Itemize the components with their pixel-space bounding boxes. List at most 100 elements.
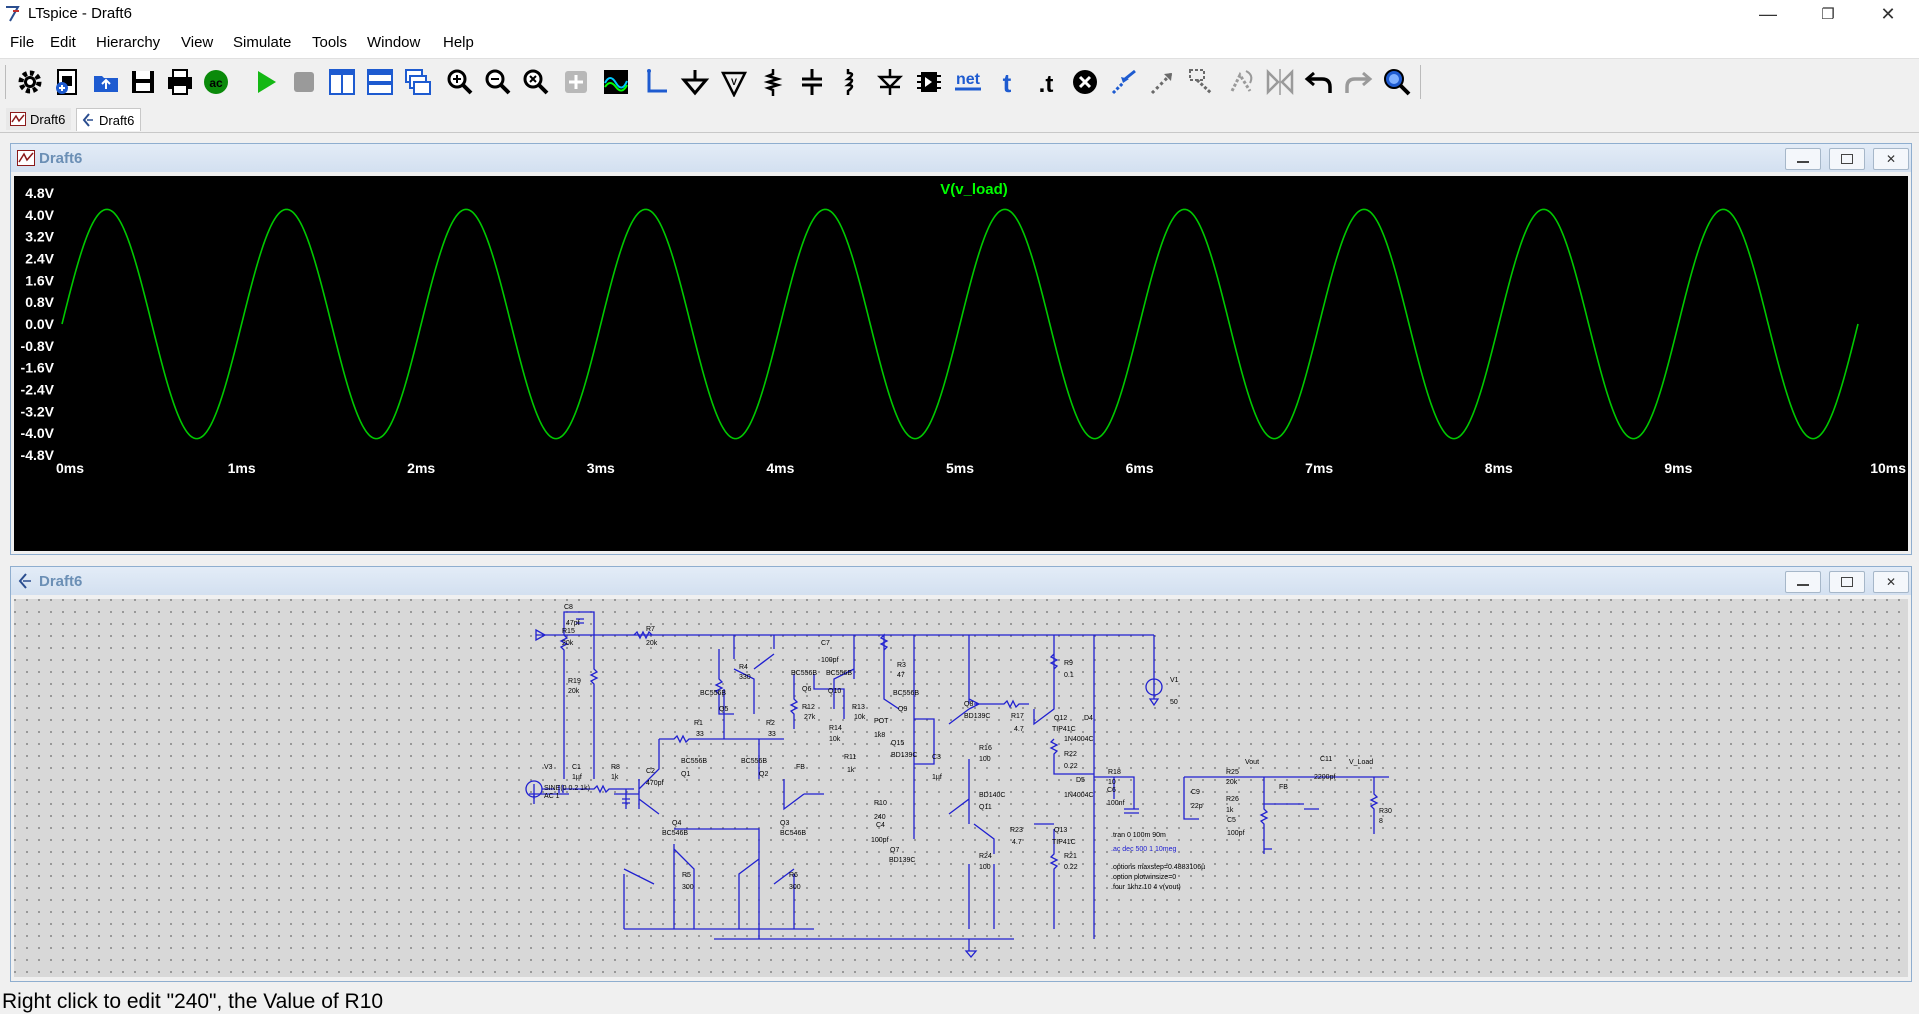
waveform-minimize-button[interactable] (1785, 148, 1821, 170)
circuit-wires[interactable] (525, 611, 1389, 959)
label-c1[interactable]: C1 (572, 764, 581, 771)
label-r2-value[interactable]: 33 (768, 731, 776, 738)
label-bc556b-q1[interactable]: BC556B (681, 758, 707, 765)
undo-icon[interactable] (1303, 66, 1335, 98)
label-c7-value[interactable]: 100pf (821, 657, 839, 664)
halt-icon[interactable] (288, 66, 320, 98)
label-bc556b-q6[interactable]: BC556B (791, 670, 817, 677)
label-r24-value[interactable]: 100 (979, 864, 991, 871)
label-r12-value[interactable]: 27k (804, 714, 816, 721)
label-q11-type[interactable]: BD140C (979, 792, 1005, 799)
directive-tran[interactable]: .tran 0 100m 90m (1111, 832, 1166, 839)
label-d4[interactable]: D4 (1084, 715, 1093, 722)
label-r24[interactable]: R24 (979, 853, 992, 860)
label-c4-value[interactable]: 100pf (871, 837, 889, 844)
cascade-icon[interactable] (402, 66, 434, 98)
directive-four[interactable]: .four 1khz 10 4 v(vout) (1111, 884, 1181, 891)
label-bc556b-q10[interactable]: BC556B (826, 670, 852, 677)
label-v-load[interactable]: V_Load (1349, 759, 1373, 766)
zoom-out-icon[interactable] (482, 66, 514, 98)
label-r10-value[interactable]: 240 (874, 814, 886, 821)
resistor-icon[interactable] (757, 66, 789, 98)
move-icon[interactable] (1147, 66, 1179, 98)
label-pot-value[interactable]: 1k8 (874, 732, 885, 739)
restore-button[interactable]: ❐ (1821, 6, 1835, 23)
label-r17[interactable]: R17 (1011, 713, 1024, 720)
menu-window[interactable]: Window (367, 34, 421, 51)
label-q9[interactable]: Q9 (898, 706, 907, 713)
waveform-restore-button[interactable] (1829, 148, 1865, 170)
label-r4-value[interactable]: 330 (739, 674, 751, 681)
label-r1-value[interactable]: 33 (696, 731, 704, 738)
text-icon[interactable]: t (991, 66, 1023, 98)
label-c8-value[interactable]: 47pf (566, 620, 580, 627)
schematic-close-button[interactable]: ✕ (1873, 571, 1909, 593)
label-v1-value[interactable]: 50 (1170, 699, 1178, 706)
probe-icon[interactable]: V (718, 66, 750, 98)
label-vout[interactable]: Vout (1245, 759, 1259, 766)
label-q5[interactable]: Q5 (719, 706, 728, 713)
trace-label[interactable]: V(v_load) (940, 181, 1008, 198)
label-r21[interactable]: R21 (1064, 853, 1077, 860)
label-r18[interactable]: R18 (1108, 769, 1121, 776)
label-r14[interactable]: R14 (829, 725, 842, 732)
label-r16[interactable]: R16 (979, 745, 992, 752)
zoom-fit-icon[interactable] (520, 66, 552, 98)
label-r26[interactable]: R26 (1226, 796, 1239, 803)
run-icon[interactable] (250, 66, 282, 98)
schematic-window-titlebar[interactable]: Draft6 ✕ (11, 567, 1911, 595)
label-bc556b-q5[interactable]: BC556B (700, 690, 726, 697)
label-q15[interactable]: Q15 (891, 740, 904, 747)
rotate-icon[interactable] (1225, 66, 1257, 98)
label-r9-value[interactable]: 0.1 (1064, 672, 1074, 679)
label-q1[interactable]: Q1 (681, 771, 690, 778)
label-r4[interactable]: R4 (739, 664, 748, 671)
new-schematic-icon[interactable] (52, 66, 84, 98)
waveform-plot[interactable]: V(v_load) 4.8V4.0V3.2V2.4V1.6V0.8V0.0V-0… (14, 176, 1908, 551)
pan-icon[interactable] (560, 66, 592, 98)
label-v3-value[interactable]: SINE(0 0.2 1k) (544, 785, 590, 792)
component-icon[interactable] (913, 66, 945, 98)
label-r2[interactable]: R2 (766, 720, 775, 727)
label-q7[interactable]: Q7 (890, 847, 899, 854)
label-r15-value[interactable]: 20k (562, 640, 574, 647)
label-r19-value[interactable]: 20k (568, 688, 580, 695)
label-r25[interactable]: R25 (1226, 769, 1239, 776)
label-fb[interactable]: FB (796, 764, 805, 771)
menu-simulate[interactable]: Simulate (233, 34, 292, 51)
label-c6-value[interactable]: 100nf (1107, 800, 1125, 807)
net-label-icon[interactable]: net (952, 66, 984, 98)
label-r30[interactable]: R30 (1379, 808, 1392, 815)
label-r11-value[interactable]: 1k (847, 767, 855, 774)
label-q7-type[interactable]: BD139C (889, 857, 915, 864)
label-q13-type[interactable]: TIP41C (1052, 839, 1076, 846)
close-button[interactable]: ✕ (1880, 3, 1896, 24)
label-r23-value[interactable]: 4.7 (1012, 839, 1022, 846)
schematic-minimize-button[interactable] (1785, 571, 1821, 593)
gear-icon[interactable] (14, 66, 46, 98)
delete-icon[interactable] (1069, 66, 1101, 98)
inductor-icon[interactable] (835, 66, 867, 98)
label-c2[interactable]: C2 (646, 768, 655, 775)
label-c3[interactable]: C3 (932, 754, 941, 761)
label-r3[interactable]: R3 (897, 662, 906, 669)
menu-help[interactable]: Help (443, 34, 474, 51)
label-r7[interactable]: R7 (646, 626, 655, 633)
redo-icon[interactable] (1342, 66, 1374, 98)
menu-view[interactable]: View (181, 34, 214, 51)
print-icon[interactable] (164, 66, 196, 98)
label-r9[interactable]: R9 (1064, 660, 1073, 667)
label-q8[interactable]: Q8 (964, 701, 973, 708)
save-icon[interactable] (127, 66, 159, 98)
directive-ac[interactable]: .ac dec 500 1 10meg (1111, 846, 1176, 853)
label-r18-value[interactable]: 10 (1108, 779, 1116, 786)
label-pot[interactable]: POT (874, 718, 889, 725)
label-fb-node[interactable]: FB (1279, 784, 1288, 791)
label-d4-type[interactable]: 1N4004C (1064, 736, 1094, 743)
minimize-button[interactable]: — (1759, 3, 1777, 24)
ac-analysis-icon[interactable]: ac (200, 66, 232, 98)
label-v1[interactable]: V1 (1170, 677, 1179, 684)
label-r1[interactable]: R1 (694, 720, 703, 727)
open-icon[interactable] (90, 66, 122, 98)
label-r25-value[interactable]: 20k (1226, 779, 1238, 786)
